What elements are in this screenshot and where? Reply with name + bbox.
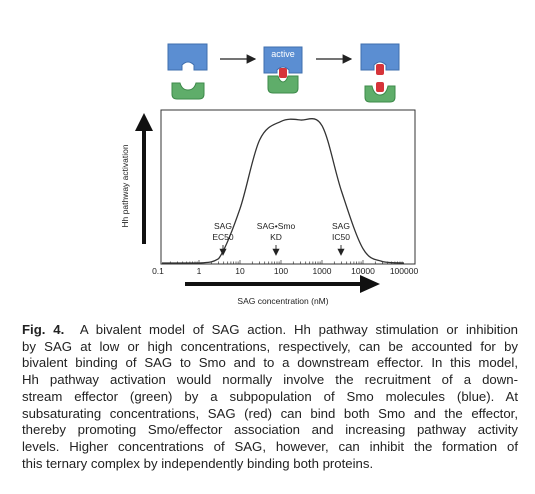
dose-response-curve — [162, 118, 405, 264]
schematic-state-inhibited — [360, 43, 400, 103]
caption-line: this ternary complex by independently bi… — [22, 455, 374, 471]
sag-molecule-smo-icon — [376, 64, 384, 75]
caption-line: Hh pathway activation would normally inv… — [22, 372, 518, 388]
caption-line: Fig. 4. A bivalent model of SAG action. … — [22, 322, 519, 337]
effector-protein-bound-icon — [364, 85, 396, 103]
ec50-label-line1: SAG — [214, 221, 232, 231]
schematic-state-active: active — [263, 46, 303, 94]
caption-label: Fig. 4. — [22, 322, 65, 337]
annotation-ic50: SAG IC50 — [332, 221, 350, 256]
x-axis: SAG concentration (nM) — [185, 275, 380, 306]
caption-line: levels. Higher concentrations of SAG, ho… — [22, 438, 518, 454]
caption-line: thereby promoting Smo/effector associati… — [22, 422, 518, 438]
smo-protein-icon — [167, 43, 208, 71]
ic50-label-line1: SAG — [332, 221, 350, 231]
smo-protein-bound-icon — [360, 43, 400, 71]
annotation-ec50: SAG EC50 — [212, 221, 234, 256]
annotation-kd: SAG•Smo KD — [257, 221, 296, 256]
sag-molecule-effector-icon — [376, 82, 384, 92]
x-tick-label: 10 — [235, 266, 245, 276]
x-axis-arrow-head — [360, 275, 380, 293]
y-axis-label: Hh pathway activation — [120, 144, 130, 227]
x-ticks: 0.1 1 10 100 1000 10000 100000 — [152, 260, 418, 276]
effector-protein-active-icon — [267, 75, 299, 94]
kd-label-line1: SAG•Smo — [257, 221, 296, 231]
caption-line: bivalent binding of SAG to Smo and to a … — [22, 355, 518, 371]
plot-frame — [160, 109, 416, 265]
x-tick-label: 1000 — [313, 266, 332, 276]
x-tick-label: 0.1 — [152, 266, 164, 276]
kd-label-line2: KD — [270, 232, 282, 242]
x-axis-label: SAG concentration (nM) — [237, 296, 328, 306]
caption-line: by SAG at low or high concentrations, re… — [22, 338, 518, 354]
x-tick-label: 1 — [197, 266, 202, 276]
smo-protein-active-icon — [263, 46, 303, 74]
active-label: active — [271, 49, 295, 59]
caption-line: subsaturating concentrations, SAG (red) … — [22, 405, 518, 421]
figure-panel: active Hh pathway activation 0.1 1 10 100 10… — [120, 43, 418, 306]
sag-molecule-icon — [279, 68, 287, 78]
x-tick-label: 100000 — [390, 266, 419, 276]
schematic-state-unbound — [167, 43, 208, 100]
y-axis: Hh pathway activation — [120, 113, 153, 244]
x-tick-label: 100 — [274, 266, 288, 276]
ic50-label-line2: IC50 — [332, 232, 350, 242]
x-tick-label: 10000 — [351, 266, 375, 276]
effector-protein-icon — [171, 82, 205, 100]
ec50-label-line2: EC50 — [212, 232, 234, 242]
y-axis-arrow-head — [135, 113, 153, 131]
figure-caption: Fig. 4. A bivalent model of SAG action. … — [22, 322, 518, 472]
caption-line: stream effector (green) by a subpopulati… — [22, 388, 518, 404]
